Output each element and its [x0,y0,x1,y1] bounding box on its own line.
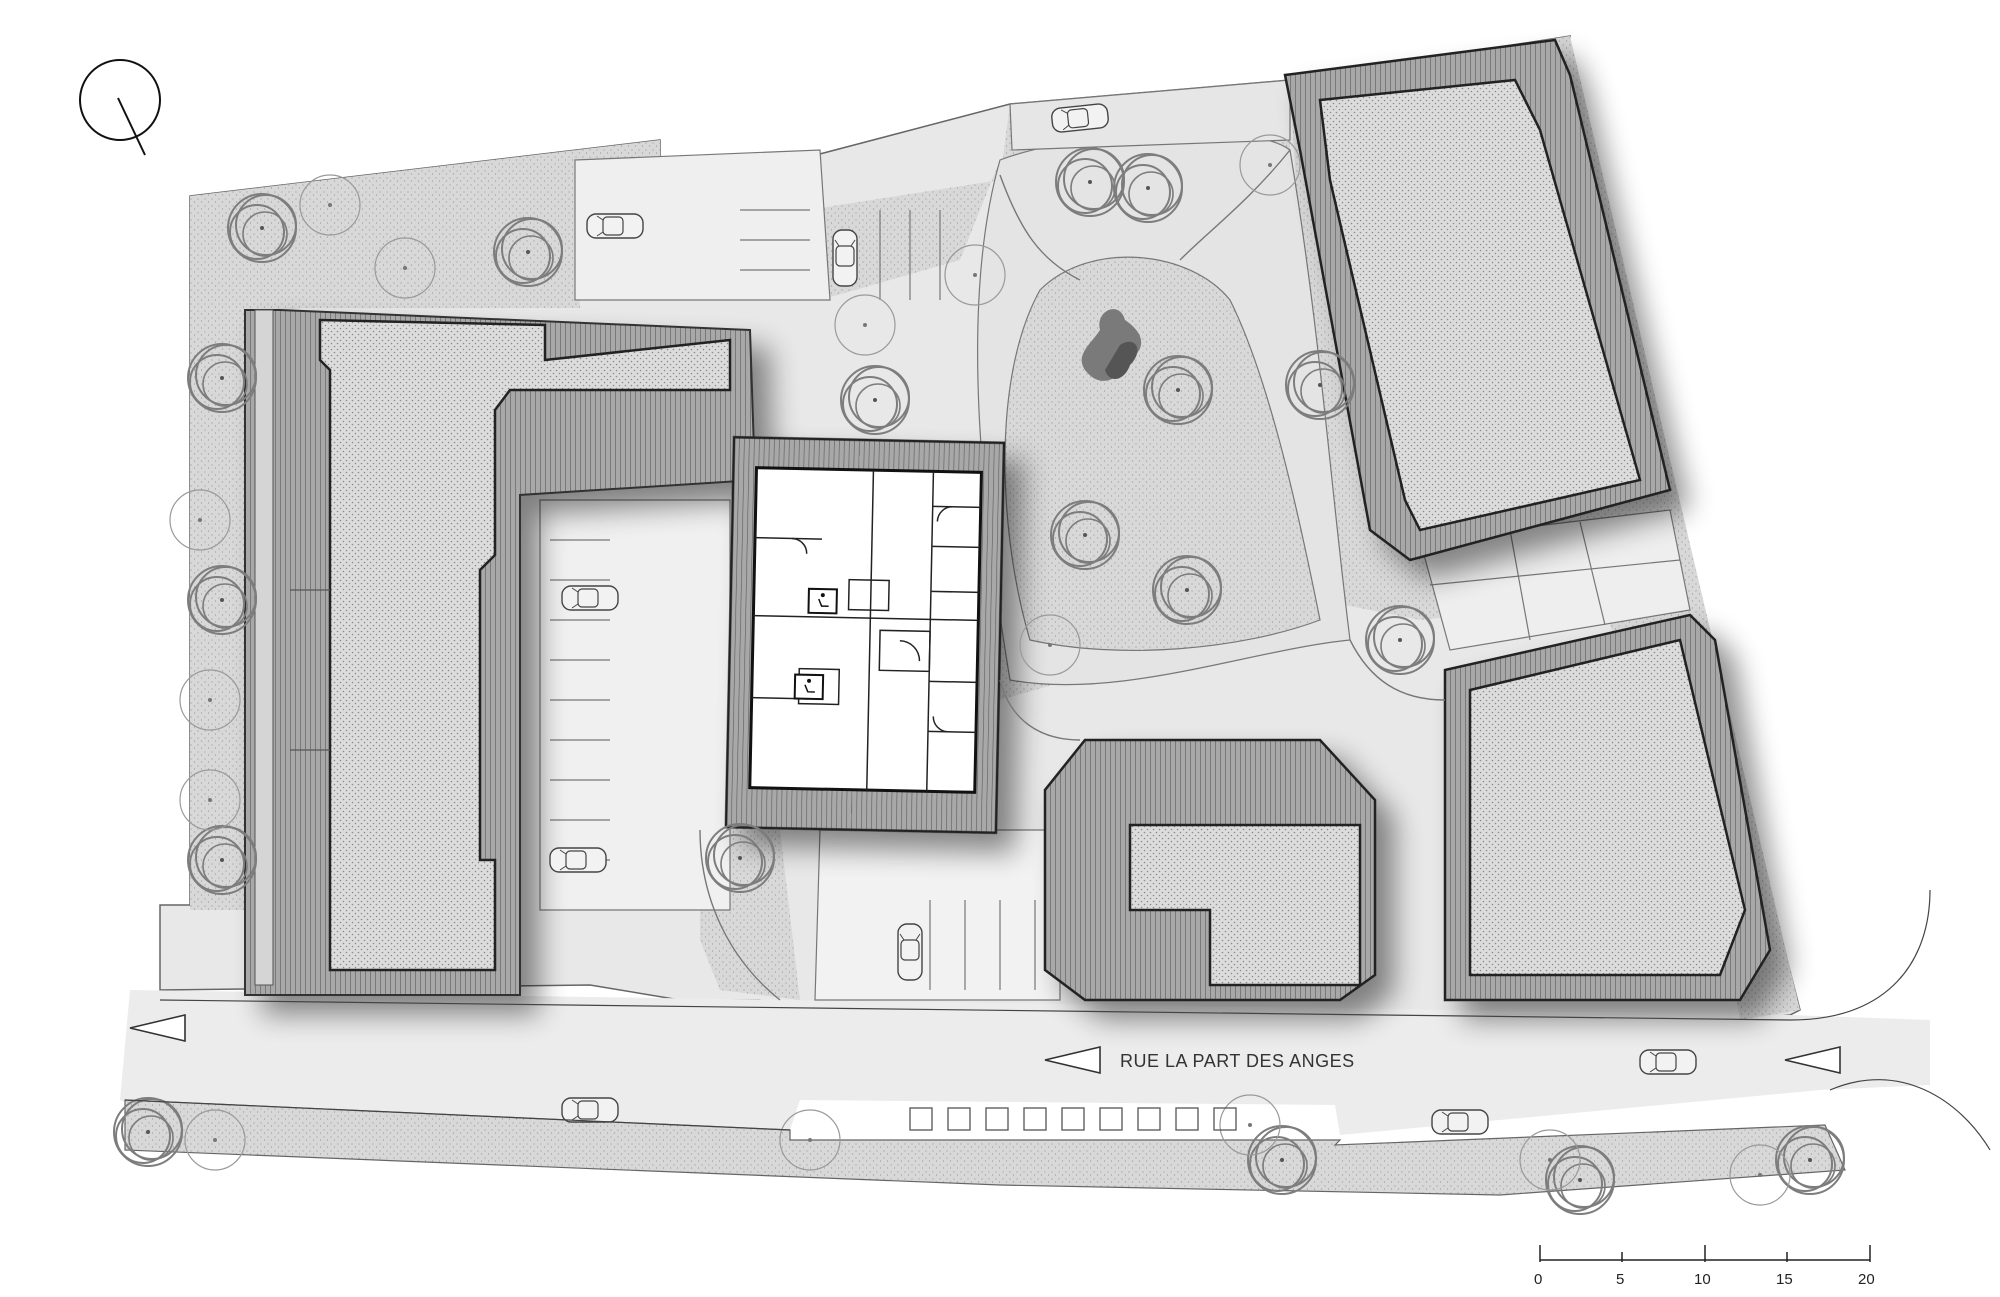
central-garden [977,131,1351,686]
scale-label-15: 15 [1776,1271,1793,1288]
street-planters [909,1107,1237,1131]
building-top-right [1283,38,1672,562]
parking-bottom [814,829,1061,1001]
scale-label-5: 5 [1616,1271,1624,1288]
parking-right [1419,509,1691,651]
building-bottom-right [1443,613,1772,1002]
scale-label-0: 0 [1534,1271,1542,1288]
street-curbs [124,889,1991,1151]
building-octagon [1043,738,1377,1002]
floor-plan-center [748,466,983,794]
scale-label-20: 20 [1858,1271,1875,1288]
street-name: RUE LA PART DES ANGES [1120,1051,1355,1071]
garden-paths [699,149,1446,1001]
north-arrow-icon [79,59,161,156]
accessible-parking-icon [807,587,838,615]
building-left [244,309,757,996]
direction-arrow-icon [129,1013,1841,1075]
scale-bar: 0 5 10 15 20 [1534,1245,1875,1288]
accessible-parking-icon [793,673,825,701]
parking-top [574,79,1291,301]
scale-label-10: 10 [1694,1271,1711,1288]
